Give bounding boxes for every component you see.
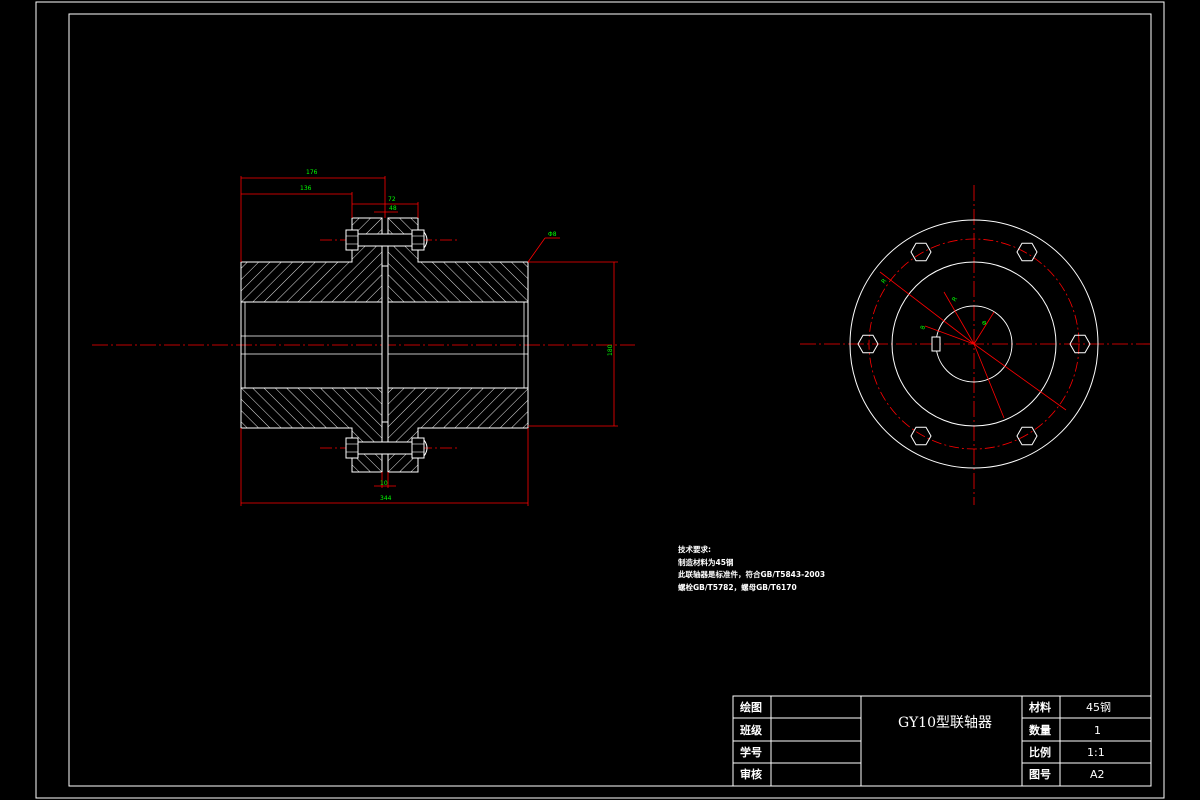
tb-label-quantity: 数量	[1029, 723, 1051, 737]
dim-key: 8	[919, 325, 927, 331]
dim-176: 176	[306, 169, 318, 176]
tb-label-student-id: 学号	[740, 745, 762, 759]
dimension-lines	[240, 176, 618, 506]
tb-label-draw: 绘图	[740, 700, 762, 714]
tb-label-review: 审核	[740, 767, 762, 781]
tech-notes-title: 技术要求:	[678, 544, 711, 554]
upper-hub-hatched-right	[387, 217, 529, 303]
dim-136: 136	[300, 185, 312, 192]
lower-hub-hatched	[240, 387, 383, 473]
tb-title: GY10型联轴器	[898, 715, 992, 731]
section-view: 176 136 72 48 10 344 180 Φ8	[92, 169, 635, 506]
tb-material: 45钢	[1086, 701, 1111, 714]
tb-label-material: 材料	[1029, 700, 1051, 714]
dim-10: 10	[380, 480, 388, 487]
keyway	[931, 336, 941, 352]
tb-label-class: 班级	[740, 723, 763, 737]
inner-border	[68, 13, 1152, 787]
bottom-bolt	[320, 437, 460, 459]
technical-requirements: 技术要求: 制造材料为45钢 此联轴器是标准件，符合GB/T5843-2003 …	[678, 544, 825, 592]
dim-72: 72	[388, 196, 396, 203]
dim-180: 180	[607, 344, 614, 356]
tb-drawing-no: A2	[1090, 768, 1105, 781]
end-view: R R 8 Φ	[800, 185, 1150, 505]
title-block: 绘图 班级 学号 审核 GY10型联轴器 材料 45钢 数量 1 比例 1:1 …	[732, 695, 1152, 787]
outer-border	[35, 1, 1165, 799]
split-gap	[381, 265, 389, 423]
tb-scale: 1:1	[1087, 746, 1105, 759]
tb-label-drawing-no: 图号	[1029, 768, 1051, 781]
dim-r-pcd: R	[880, 278, 888, 286]
tech-notes-line-2: 此联轴器是标准件，符合GB/T5843-2003	[678, 569, 825, 579]
tech-notes-line-1: 制造材料为45钢	[678, 557, 734, 567]
radius-leaders	[879, 271, 1067, 419]
bolt-hexagons	[857, 242, 1091, 446]
tech-notes-line-3: 螺栓GB/T5782，螺母GB/T6170	[678, 582, 797, 592]
dim-48: 48	[389, 205, 397, 212]
tb-quantity: 1	[1094, 724, 1101, 737]
upper-hub-hatched	[240, 217, 383, 303]
tb-label-scale: 比例	[1029, 745, 1051, 759]
top-bolt	[320, 229, 460, 251]
dim-344: 344	[380, 495, 392, 502]
bolt-pitch-circle	[868, 238, 1080, 450]
dim-phi: Φ8	[548, 231, 557, 238]
dim-hole: Φ	[981, 319, 990, 327]
dim-r-bore: R	[951, 296, 959, 303]
outer-flange-circle	[849, 219, 1099, 469]
hub-circle	[891, 261, 1057, 427]
lower-hub-hatched-right	[387, 387, 529, 473]
